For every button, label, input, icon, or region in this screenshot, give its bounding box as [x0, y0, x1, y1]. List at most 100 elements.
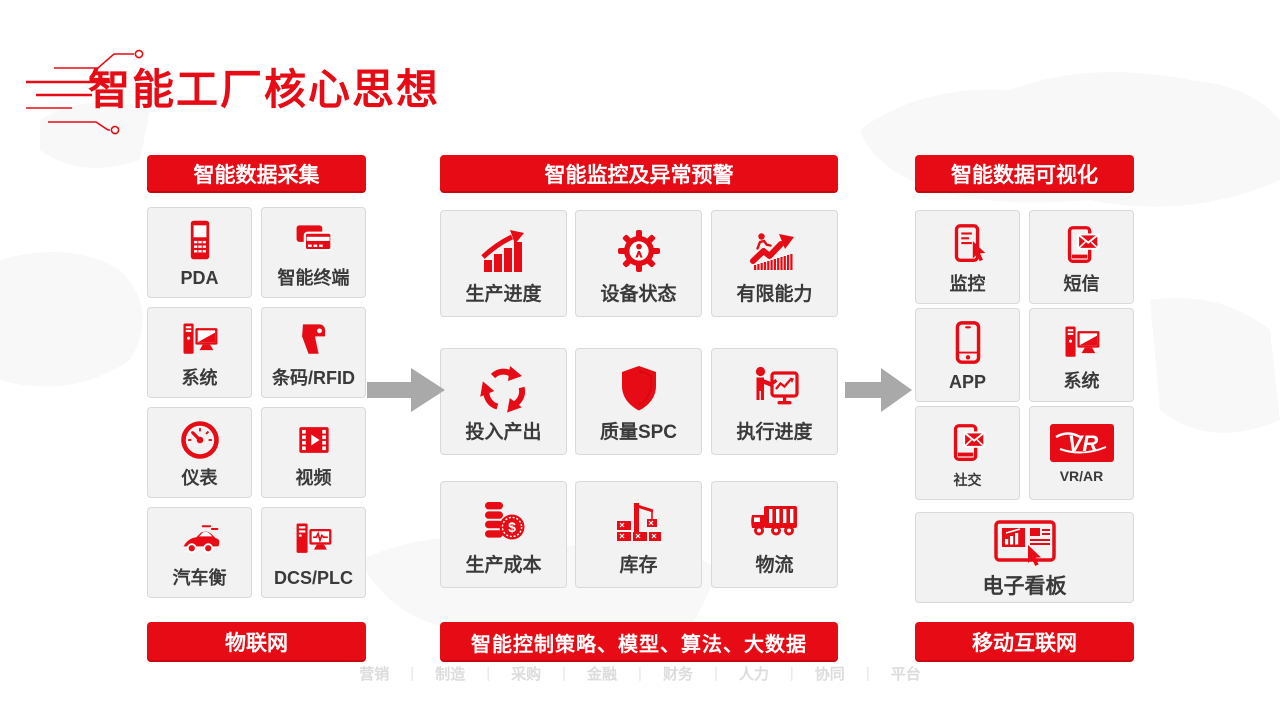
card-label: 社交 — [953, 471, 982, 488]
card-label: PDA — [180, 268, 219, 288]
flow-arrow-icon — [367, 368, 445, 412]
card-label: 设备状态 — [600, 283, 677, 305]
card-system-right: 系统 — [1029, 308, 1134, 402]
menu-item-procurement: 采购 — [511, 666, 542, 683]
computer-system-icon — [177, 318, 223, 362]
card-label: 库存 — [619, 554, 658, 576]
video-film-icon — [292, 418, 336, 462]
card-barcode-rfid: 条码/RFID — [261, 307, 366, 398]
coins-dollar-icon: $ — [477, 495, 531, 549]
menu-item-hr: 人力 — [738, 666, 769, 683]
phone-envelope-icon — [945, 420, 991, 466]
shield-icon — [612, 362, 666, 416]
card-label: 视频 — [295, 468, 332, 488]
card-label: DCS/PLC — [273, 568, 353, 588]
card-label: 智能终端 — [277, 268, 350, 288]
card-label: 物流 — [755, 554, 794, 576]
card-dcs-plc: DCS/PLC — [261, 507, 366, 598]
card-social: 社交 — [915, 406, 1020, 500]
card-label: 短信 — [1063, 273, 1100, 294]
card-inventory: 库存 — [575, 481, 702, 588]
card-label: 投入产出 — [465, 421, 542, 443]
vr-logo-icon: VR — [1049, 423, 1114, 462]
menu-item-marketing: 营销 — [359, 666, 390, 683]
plc-monitor-icon — [291, 518, 337, 562]
card-e-board: 电子看板 — [915, 512, 1134, 603]
menu-item-platform: 平台 — [890, 666, 921, 683]
right-column-header: 智能数据可视化 — [915, 155, 1134, 193]
menu-divider: | — [410, 665, 415, 682]
computer-system-icon — [1059, 321, 1105, 365]
bar-chart-arrow-icon — [477, 224, 531, 278]
card-production-progress: 生产进度 — [440, 210, 567, 317]
flow-arrow-icon — [845, 368, 912, 412]
menu-divider: | — [713, 665, 718, 682]
truck-icon — [748, 495, 802, 549]
dashboard-touch-icon — [992, 519, 1058, 569]
svg-text:$: $ — [508, 519, 516, 535]
card-meter: 仪表 — [147, 407, 252, 498]
menu-divider: | — [486, 665, 491, 682]
car-scale-icon — [177, 518, 223, 562]
crane-containers-icon — [612, 495, 666, 549]
card-vr-ar: VR VR/AR — [1029, 406, 1134, 500]
control-strategy-footer-banner: 智能控制策略、模型、算法、大数据 — [440, 622, 838, 662]
card-label: 电子看板 — [982, 574, 1067, 598]
recycle-icon — [477, 362, 531, 416]
card-sms: 短信 — [1029, 210, 1134, 304]
card-smart-terminal: 智能终端 — [261, 207, 366, 298]
card-label: 系统 — [1063, 370, 1100, 391]
card-finite-capacity: 有限能力 — [711, 210, 838, 317]
presentation-board-icon — [748, 362, 802, 416]
column-monitoring-warning: 智能监控及异常预警 生产进度 设备状态 有限能力 投入产出 质量SPC 执行进度… — [440, 155, 838, 662]
mobile-internet-footer-banner: 移动互联网 — [915, 622, 1134, 662]
card-truck-scale: 汽车衡 — [147, 507, 252, 598]
menu-item-collaboration: 协同 — [814, 666, 845, 683]
card-logistics: 物流 — [711, 481, 838, 588]
menu-divider: | — [865, 665, 870, 682]
card-label: 生产进度 — [465, 283, 542, 305]
card-production-cost: $ 生产成本 — [440, 481, 567, 588]
menu-item-manufacturing: 制造 — [435, 666, 466, 683]
card-execution-progress: 执行进度 — [711, 348, 838, 455]
card-label: VR/AR — [1059, 467, 1104, 484]
menu-item-accounting: 财务 — [662, 666, 693, 683]
climbing-chart-icon — [748, 224, 802, 278]
circuit-decoration-icon — [26, 49, 144, 135]
barcode-scanner-icon — [292, 318, 336, 362]
card-label: 系统 — [181, 368, 218, 388]
page-title: 智能工厂核心思想 — [88, 66, 441, 113]
smartphone-icon — [945, 320, 991, 366]
card-label: 有限能力 — [736, 283, 813, 305]
card-label: 仪表 — [181, 468, 218, 488]
card-monitor: 监控 — [915, 210, 1020, 304]
card-quality-spc: 质量SPC — [575, 348, 702, 455]
left-column-header: 智能数据采集 — [147, 155, 366, 193]
column-data-collection: 智能数据采集 PDA 智能终端 系统 条码/RFID 仪表 视频 汽车衡 DCS… — [147, 155, 366, 662]
card-pda: PDA — [147, 207, 252, 298]
card-app: APP — [915, 308, 1020, 402]
card-label: 生产成本 — [465, 554, 542, 576]
iot-footer-banner: 物联网 — [147, 622, 366, 662]
card-label: 监控 — [949, 273, 986, 294]
menu-item-finance: 金融 — [587, 666, 618, 683]
menu-divider: | — [638, 665, 642, 682]
pda-icon — [178, 218, 222, 262]
phone-envelope-icon — [1059, 222, 1105, 268]
bottom-menu: 营销 | 制造 | 采购 | 金融 | 财务 | 人力 | 协同 | 平台 — [0, 663, 1280, 684]
gear-person-icon — [612, 224, 666, 278]
card-label: APP — [948, 371, 986, 392]
card-label: 汽车衡 — [172, 568, 227, 588]
smart-terminal-icon — [292, 218, 336, 262]
middle-column-header: 智能监控及异常预警 — [440, 155, 838, 193]
menu-divider: | — [789, 665, 794, 682]
card-label: 条码/RFID — [272, 368, 355, 388]
column-visualization: 智能数据可视化 监控 短信 APP 系统 社交 VR VR/AR 电子看板 移动… — [915, 155, 1134, 662]
menu-divider: | — [562, 665, 567, 682]
card-label: 质量SPC — [599, 421, 678, 443]
card-system: 系统 — [147, 307, 252, 398]
card-label: 执行进度 — [736, 421, 813, 443]
phone-touch-icon — [945, 222, 991, 268]
card-equipment-status: 设备状态 — [575, 210, 702, 317]
gauge-icon — [178, 418, 222, 462]
